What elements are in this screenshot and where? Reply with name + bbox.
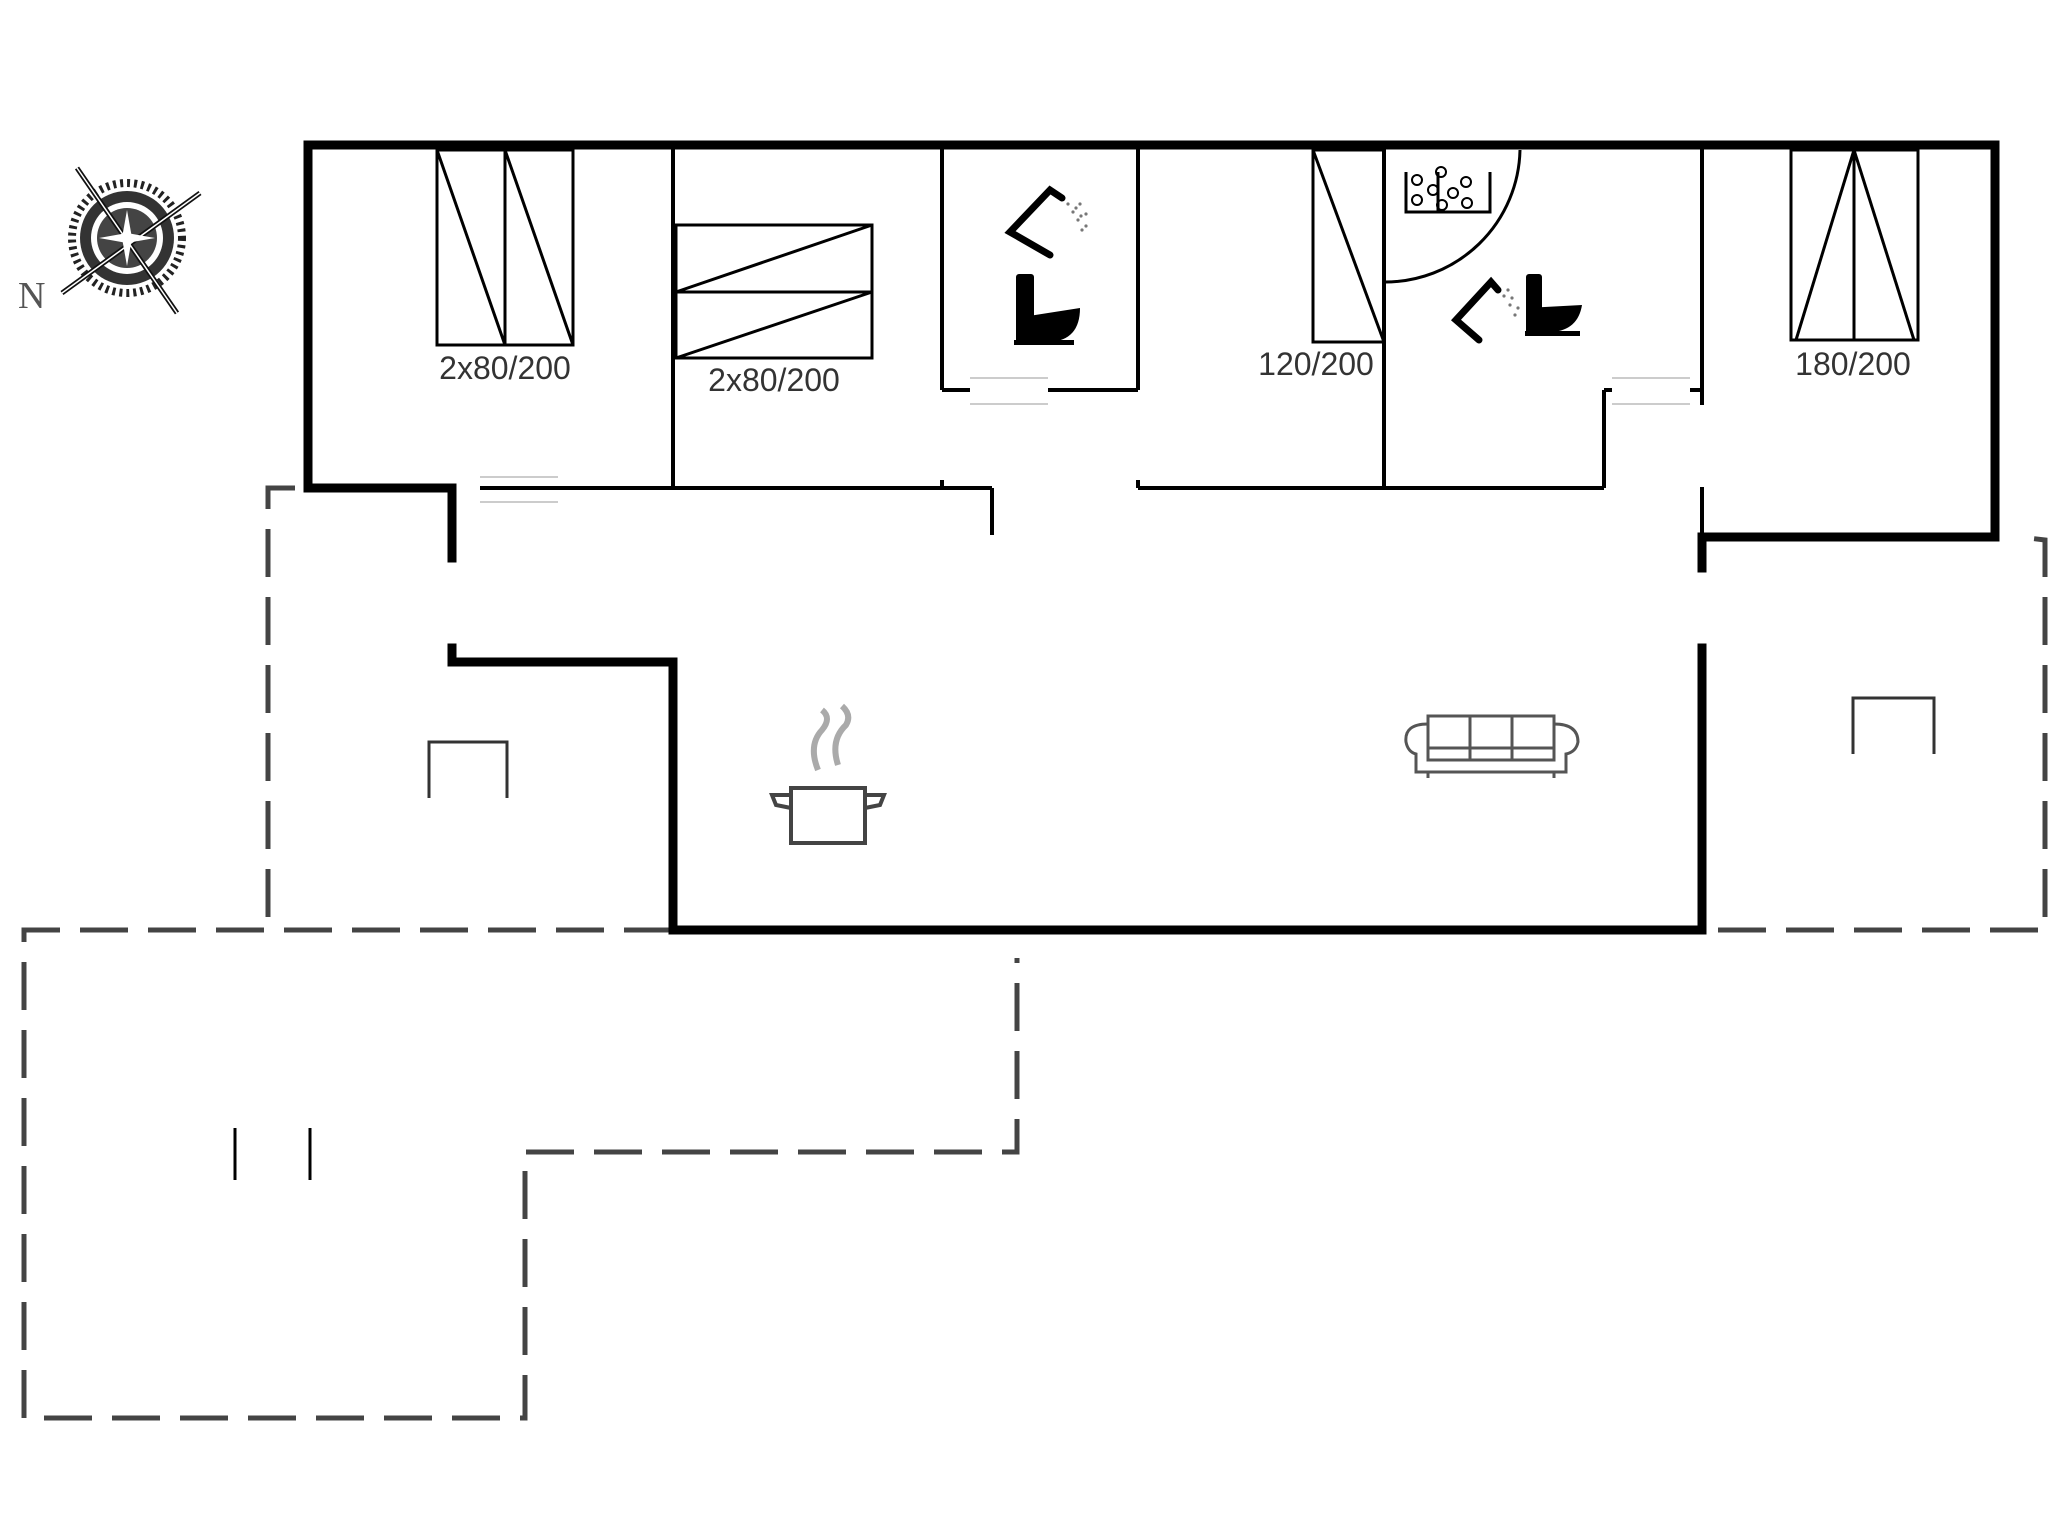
toilet-icon-bathroom-1	[1014, 274, 1080, 345]
bed-icon-bedroom-1	[435, 148, 575, 347]
shower-icon-bathroom-1	[1004, 185, 1088, 259]
terrace-outlines	[21, 485, 2048, 1421]
chair-icon-west-terrace	[427, 740, 509, 798]
hot-tub-icon	[1383, 149, 1522, 284]
bed-label-bedroom-4: 180/200	[1795, 346, 1911, 382]
cooking-pot-icon	[769, 703, 887, 845]
bench-icon-south-terrace	[233, 1128, 312, 1180]
interior-walls	[480, 145, 1704, 537]
bed-icon-bedroom-3	[1311, 148, 1386, 344]
bed-icon-bedroom-4	[1789, 148, 1920, 342]
sofa-icon	[1404, 714, 1580, 778]
bed-label-bedroom-2: 2x80/200	[708, 362, 840, 398]
door-openings	[480, 377, 1690, 503]
shower-icon-bathroom-2	[1450, 276, 1520, 344]
bed-icon-bedroom-2	[674, 223, 874, 360]
bed-label-bedroom-1: 2x80/200	[439, 350, 571, 386]
chair-icon-east-terrace	[1851, 696, 1936, 754]
terrace-west-outline	[265, 485, 295, 930]
terrace-east-outline	[1718, 534, 2048, 933]
terrace-south-outline	[21, 927, 1020, 1421]
toilet-icon-bathroom-2	[1525, 274, 1582, 336]
compass-north-label: N	[18, 275, 46, 317]
bed-label-bedroom-3: 120/200	[1258, 346, 1374, 382]
exterior-walls	[303, 140, 2000, 935]
compass-rose-icon	[60, 166, 202, 315]
